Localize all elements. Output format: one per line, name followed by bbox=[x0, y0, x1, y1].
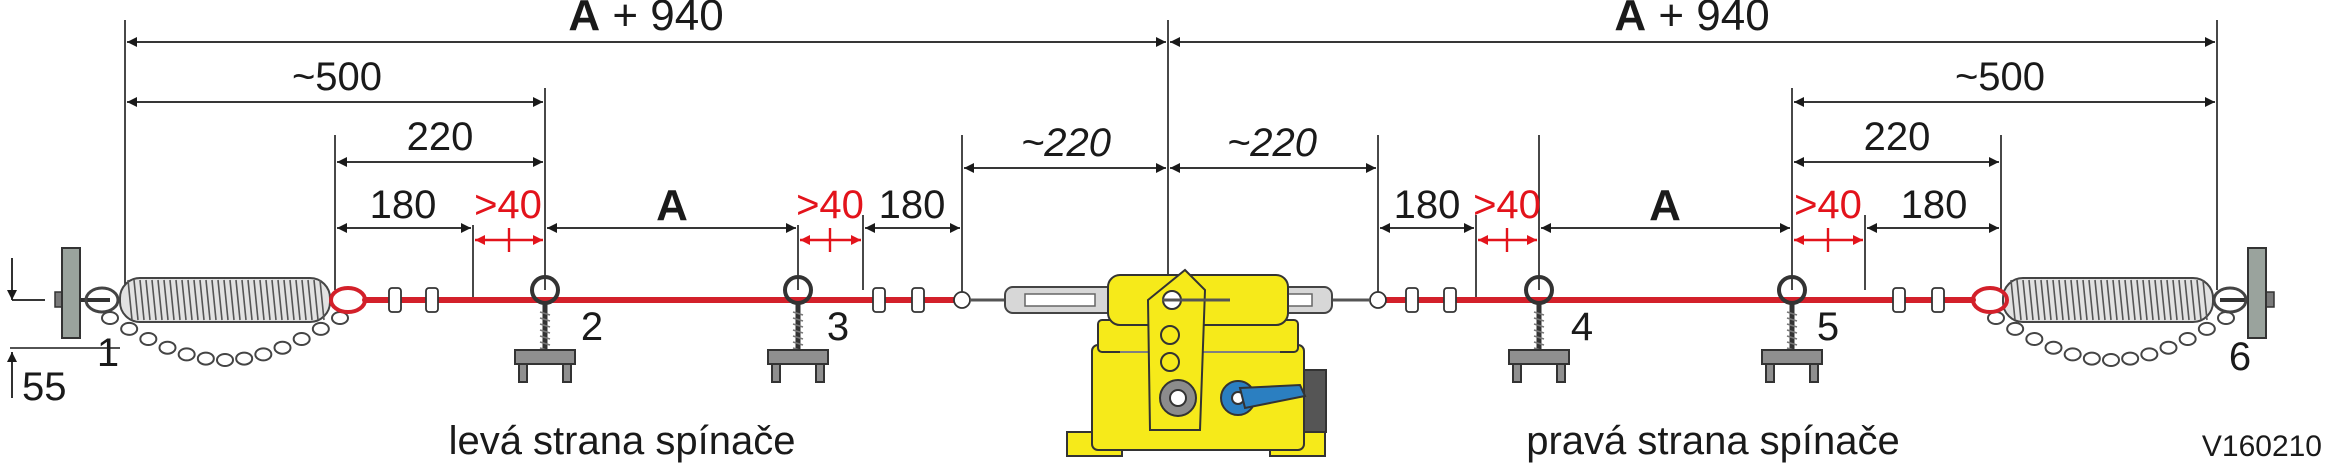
turnbuckle-left bbox=[970, 286, 1116, 314]
spring-left bbox=[84, 277, 331, 323]
dim-40-left-outer: >40 bbox=[474, 183, 542, 227]
anchor-bracket-left bbox=[54, 247, 110, 339]
dimension-labels: A + 940 A + 940 ~500 ~500 220 220 ~220 ~… bbox=[22, 0, 2045, 409]
dim-spring-left: ~500 bbox=[292, 55, 382, 99]
dim-180-left-outer: 180 bbox=[370, 183, 437, 227]
spring-right bbox=[2002, 277, 2248, 323]
point-3: 3 bbox=[827, 305, 849, 349]
dim-40-left-inner: >40 bbox=[796, 183, 864, 227]
drawing-code: V160210 bbox=[2202, 430, 2322, 463]
point-5: 5 bbox=[1817, 305, 1839, 349]
anchor-bracket-right bbox=[2220, 247, 2275, 339]
point-4: 4 bbox=[1571, 305, 1593, 349]
caption-left-side: levá strana spínače bbox=[449, 419, 796, 463]
extension-lines bbox=[10, 20, 2218, 349]
dim-height-55: 55 bbox=[22, 365, 67, 409]
dim-total-left: A + 940 bbox=[568, 0, 723, 40]
dim-220-switch-right: ~220 bbox=[1227, 121, 1317, 165]
dim-40-right-inner: >40 bbox=[1473, 183, 1541, 227]
caption-right-side: pravá strana spínače bbox=[1526, 419, 1900, 463]
point-6: 6 bbox=[2229, 335, 2251, 379]
dim-180-right-inner: 180 bbox=[1394, 183, 1461, 227]
dim-220-switch-left: ~220 bbox=[1021, 121, 1111, 165]
dim-220-left: 220 bbox=[407, 115, 474, 159]
dim-180-right-outer: 180 bbox=[1901, 183, 1968, 227]
dim-total-right: A + 940 bbox=[1614, 0, 1769, 40]
dim-180-left-inner: 180 bbox=[879, 183, 946, 227]
dim-220-right: 220 bbox=[1864, 115, 1931, 159]
rope-pull-switch bbox=[1066, 268, 1327, 457]
dim-spring-right: ~500 bbox=[1955, 55, 2045, 99]
dim-a-right: A bbox=[1649, 181, 1681, 230]
chain-right bbox=[1987, 311, 2235, 367]
dim-40-right-outer: >40 bbox=[1794, 183, 1862, 227]
point-2: 2 bbox=[581, 305, 603, 349]
red-dimension-lines bbox=[475, 228, 1863, 252]
dim-a-left: A bbox=[656, 181, 688, 230]
dimension-lines bbox=[6, 37, 2215, 398]
eye-bolts bbox=[514, 275, 1823, 383]
wire-clamps bbox=[388, 287, 1945, 313]
rope bbox=[329, 286, 2009, 314]
point-1: 1 bbox=[97, 331, 119, 375]
point-numbers: 1 2 3 4 5 6 bbox=[97, 305, 2251, 379]
